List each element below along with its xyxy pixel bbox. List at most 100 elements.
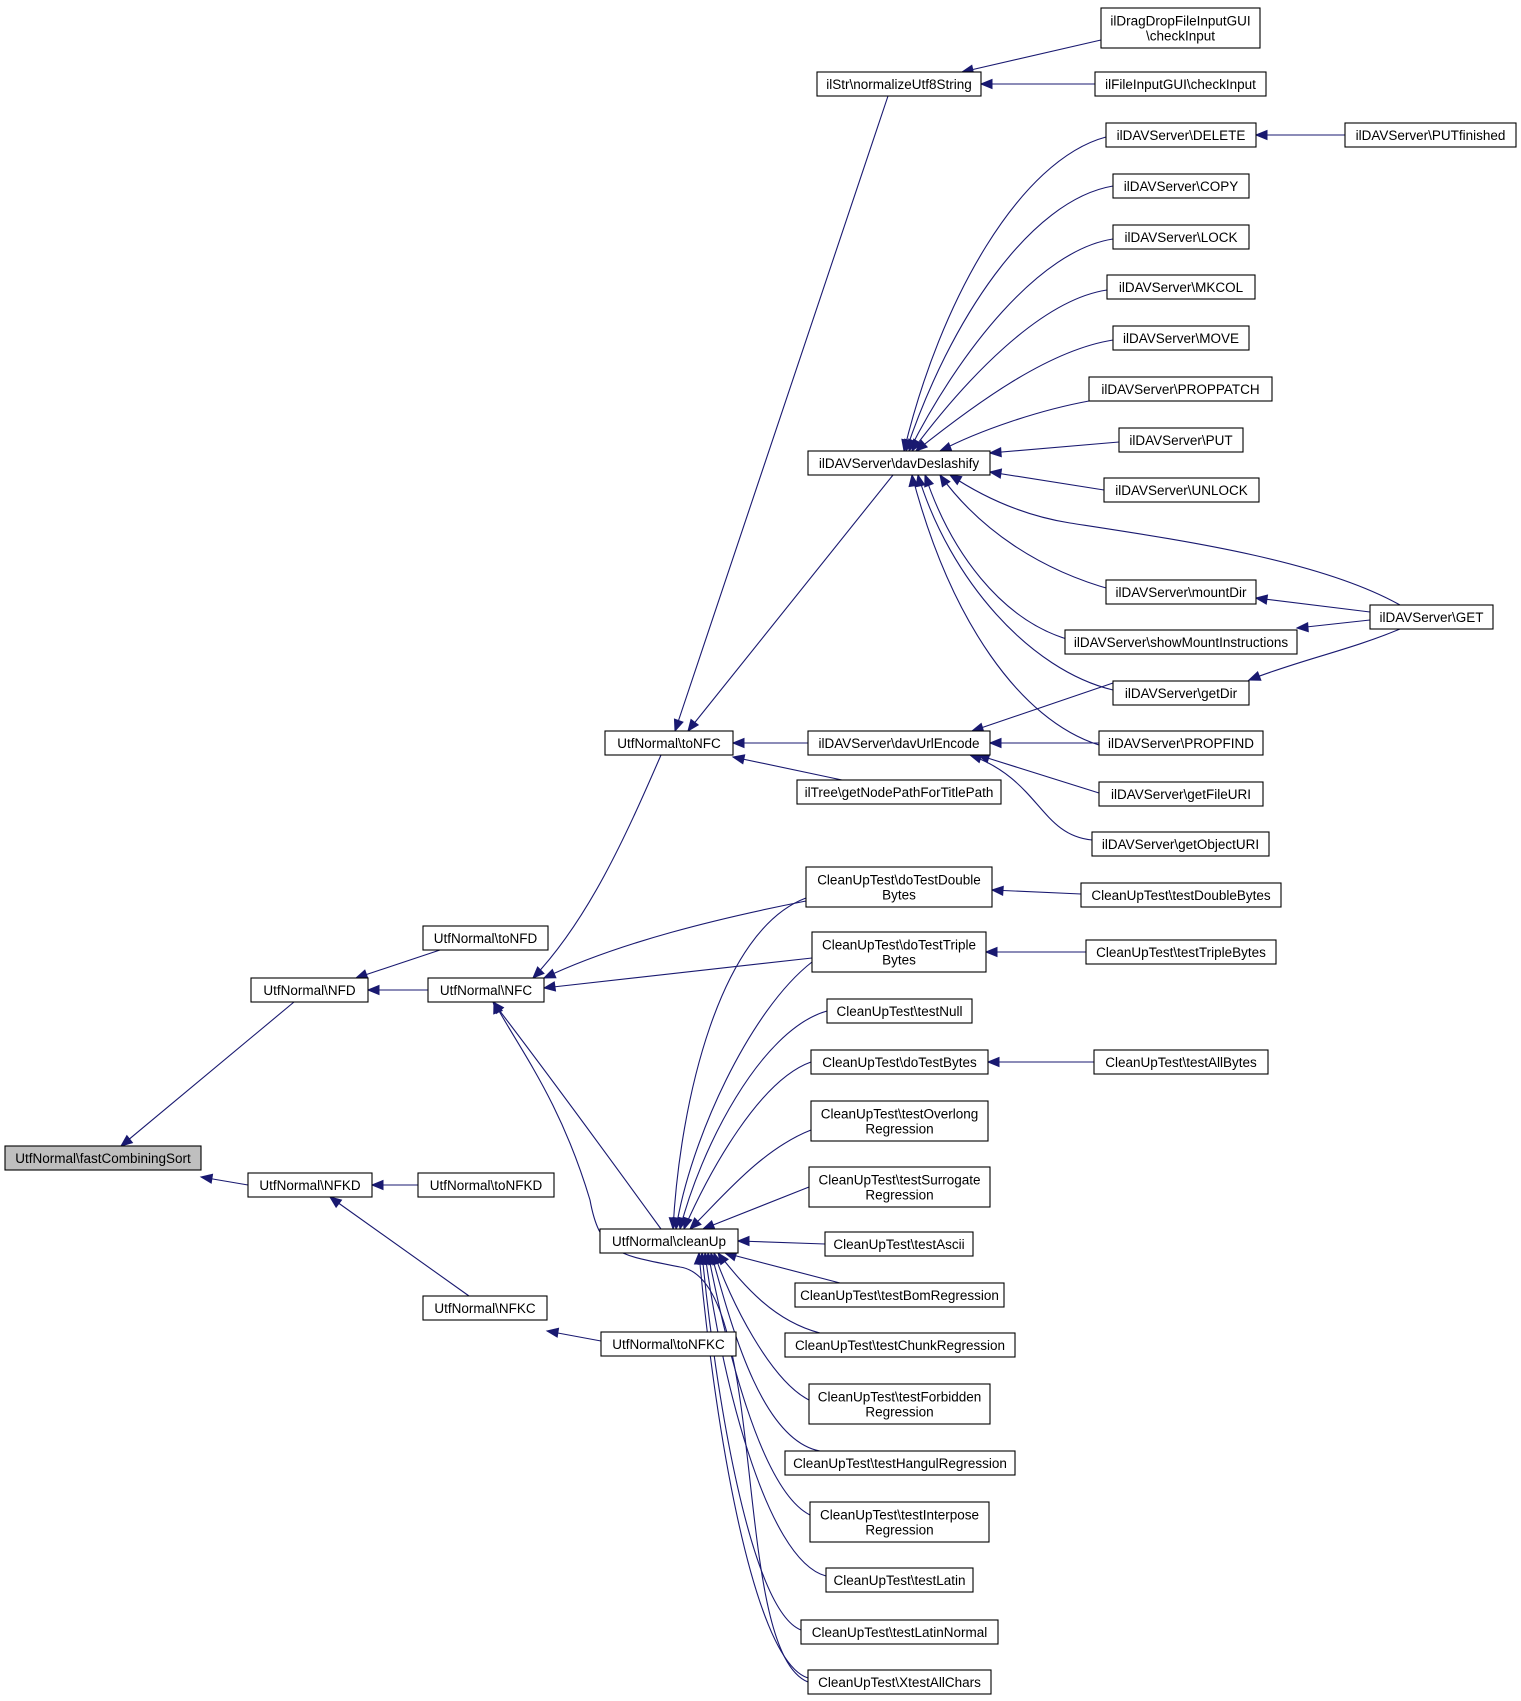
node-box[interactable] bbox=[1344, 122, 1517, 148]
node-MKCOL[interactable]: ilDAVServer\MKCOL bbox=[1106, 274, 1256, 300]
node-box[interactable] bbox=[1098, 781, 1264, 807]
node-box[interactable] bbox=[807, 730, 991, 756]
node-testLatinNormal[interactable]: CleanUpTest\testLatinNormal bbox=[800, 1619, 999, 1645]
node-box[interactable] bbox=[1105, 579, 1257, 605]
node-testTripleBytes[interactable]: CleanUpTest\testTripleBytes bbox=[1085, 939, 1277, 965]
node-box[interactable] bbox=[422, 925, 549, 951]
node-toNFKD[interactable]: UtfNormal\toNFKD bbox=[417, 1172, 555, 1198]
node-box[interactable] bbox=[807, 450, 991, 476]
node-testAscii[interactable]: CleanUpTest\testAscii bbox=[824, 1231, 974, 1257]
node-davUrlEncode[interactable]: ilDAVServer\davUrlEncode bbox=[807, 730, 991, 756]
node-box[interactable] bbox=[811, 931, 987, 973]
node-box[interactable] bbox=[1112, 224, 1250, 250]
node-box[interactable] bbox=[1085, 939, 1277, 965]
node-NFKC[interactable]: UtfNormal\NFKC bbox=[422, 1295, 548, 1321]
node-NFC[interactable]: UtfNormal\NFC bbox=[427, 977, 545, 1003]
node-box[interactable] bbox=[604, 730, 734, 756]
node-box[interactable] bbox=[825, 1567, 974, 1593]
node-FileInputCheckInput[interactable]: ilFileInputGUI\checkInput bbox=[1094, 71, 1267, 97]
node-box[interactable] bbox=[1112, 680, 1250, 706]
node-GET[interactable]: ilDAVServer\GET bbox=[1369, 604, 1494, 630]
node-testDoubleBytes[interactable]: CleanUpTest\testDoubleBytes bbox=[1080, 882, 1282, 908]
node-testLatin[interactable]: CleanUpTest\testLatin bbox=[825, 1567, 974, 1593]
node-box[interactable] bbox=[600, 1331, 737, 1357]
node-box[interactable] bbox=[1094, 71, 1267, 97]
node-toNFD[interactable]: UtfNormal\toNFD bbox=[422, 925, 549, 951]
node-box[interactable] bbox=[599, 1228, 739, 1254]
node-box[interactable] bbox=[1088, 376, 1273, 402]
node-testAllBytes[interactable]: CleanUpTest\testAllBytes bbox=[1093, 1049, 1269, 1075]
node-box[interactable] bbox=[808, 1383, 991, 1425]
node-showMountInstructions[interactable]: ilDAVServer\showMountInstructions bbox=[1064, 629, 1298, 655]
node-box[interactable] bbox=[810, 1100, 989, 1142]
node-NFD[interactable]: UtfNormal\NFD bbox=[250, 977, 369, 1003]
node-box[interactable] bbox=[427, 977, 545, 1003]
node-getFileURI[interactable]: ilDAVServer\getFileURI bbox=[1098, 781, 1264, 807]
node-box[interactable] bbox=[784, 1450, 1016, 1476]
node-box[interactable] bbox=[1112, 325, 1250, 351]
node-PUTfinished[interactable]: ilDAVServer\PUTfinished bbox=[1344, 122, 1517, 148]
node-box[interactable] bbox=[1098, 730, 1264, 756]
node-UNLOCK[interactable]: ilDAVServer\UNLOCK bbox=[1103, 477, 1260, 503]
node-box[interactable] bbox=[1093, 1049, 1269, 1075]
node-box[interactable] bbox=[1100, 7, 1261, 49]
node-box[interactable] bbox=[250, 977, 369, 1003]
node-box[interactable] bbox=[809, 1501, 990, 1543]
node-PROPFIND[interactable]: ilDAVServer\PROPFIND bbox=[1098, 730, 1264, 756]
node-doTestBytes[interactable]: CleanUpTest\doTestBytes bbox=[810, 1049, 989, 1075]
node-DELETE[interactable]: ilDAVServer\DELETE bbox=[1105, 122, 1257, 148]
node-PROPPATCH[interactable]: ilDAVServer\PROPPATCH bbox=[1088, 376, 1273, 402]
node-box[interactable] bbox=[810, 1049, 989, 1075]
node-normalizeUtf8String[interactable]: ilStr\normalizeUtf8String bbox=[816, 71, 982, 97]
node-getNodePathForTitlePath[interactable]: ilTree\getNodePathForTitlePath bbox=[796, 779, 1002, 805]
node-PUT[interactable]: ilDAVServer\PUT bbox=[1118, 427, 1244, 453]
node-mountDir[interactable]: ilDAVServer\mountDir bbox=[1105, 579, 1257, 605]
node-box[interactable] bbox=[1369, 604, 1494, 630]
node-box[interactable] bbox=[417, 1172, 555, 1198]
node-LOCK[interactable]: ilDAVServer\LOCK bbox=[1112, 224, 1250, 250]
node-box[interactable] bbox=[1105, 122, 1257, 148]
node-cleanUp[interactable]: UtfNormal\cleanUp bbox=[599, 1228, 739, 1254]
node-box[interactable] bbox=[1091, 831, 1270, 857]
node-box[interactable] bbox=[1118, 427, 1244, 453]
node-getDir[interactable]: ilDAVServer\getDir bbox=[1112, 680, 1250, 706]
node-MOVE[interactable]: ilDAVServer\MOVE bbox=[1112, 325, 1250, 351]
node-box[interactable] bbox=[808, 1166, 991, 1208]
node-box[interactable] bbox=[794, 1282, 1005, 1308]
node-COPY[interactable]: ilDAVServer\COPY bbox=[1112, 173, 1250, 199]
node-box[interactable] bbox=[1103, 477, 1260, 503]
node-testBomRegression[interactable]: CleanUpTest\testBomRegression bbox=[794, 1282, 1005, 1308]
node-box[interactable] bbox=[807, 1669, 992, 1695]
node-box[interactable] bbox=[796, 779, 1002, 805]
node-testChunkRegression[interactable]: CleanUpTest\testChunkRegression bbox=[784, 1332, 1016, 1358]
node-box[interactable] bbox=[422, 1295, 548, 1321]
node-DragDropCheckInput[interactable]: ilDragDropFileInputGUI\checkInput bbox=[1100, 7, 1261, 49]
node-box[interactable] bbox=[816, 71, 982, 97]
node-box[interactable] bbox=[247, 1172, 373, 1198]
node-testNull[interactable]: CleanUpTest\testNull bbox=[826, 998, 973, 1024]
node-box[interactable] bbox=[784, 1332, 1016, 1358]
node-davDeslashify[interactable]: ilDAVServer\davDeslashify bbox=[807, 450, 991, 476]
node-box[interactable] bbox=[805, 866, 993, 908]
node-fastCombiningSort[interactable]: UtfNormal\fastCombiningSort bbox=[4, 1145, 202, 1171]
node-toNFKC[interactable]: UtfNormal\toNFKC bbox=[600, 1331, 737, 1357]
node-box[interactable] bbox=[824, 1231, 974, 1257]
node-box[interactable] bbox=[1064, 629, 1298, 655]
node-box[interactable] bbox=[800, 1619, 999, 1645]
node-box[interactable] bbox=[1112, 173, 1250, 199]
node-XtestAllChars[interactable]: CleanUpTest\XtestAllChars bbox=[807, 1669, 992, 1695]
node-box[interactable] bbox=[826, 998, 973, 1024]
node-testHangulRegression[interactable]: CleanUpTest\testHangulRegression bbox=[784, 1450, 1016, 1476]
node-toNFC[interactable]: UtfNormal\toNFC bbox=[604, 730, 734, 756]
node-box[interactable] bbox=[1080, 882, 1282, 908]
node-box[interactable] bbox=[4, 1145, 202, 1171]
node-NFKD[interactable]: UtfNormal\NFKD bbox=[247, 1172, 373, 1198]
node-getObjectURI[interactable]: ilDAVServer\getObjectURI bbox=[1091, 831, 1270, 857]
node-box[interactable] bbox=[1106, 274, 1256, 300]
